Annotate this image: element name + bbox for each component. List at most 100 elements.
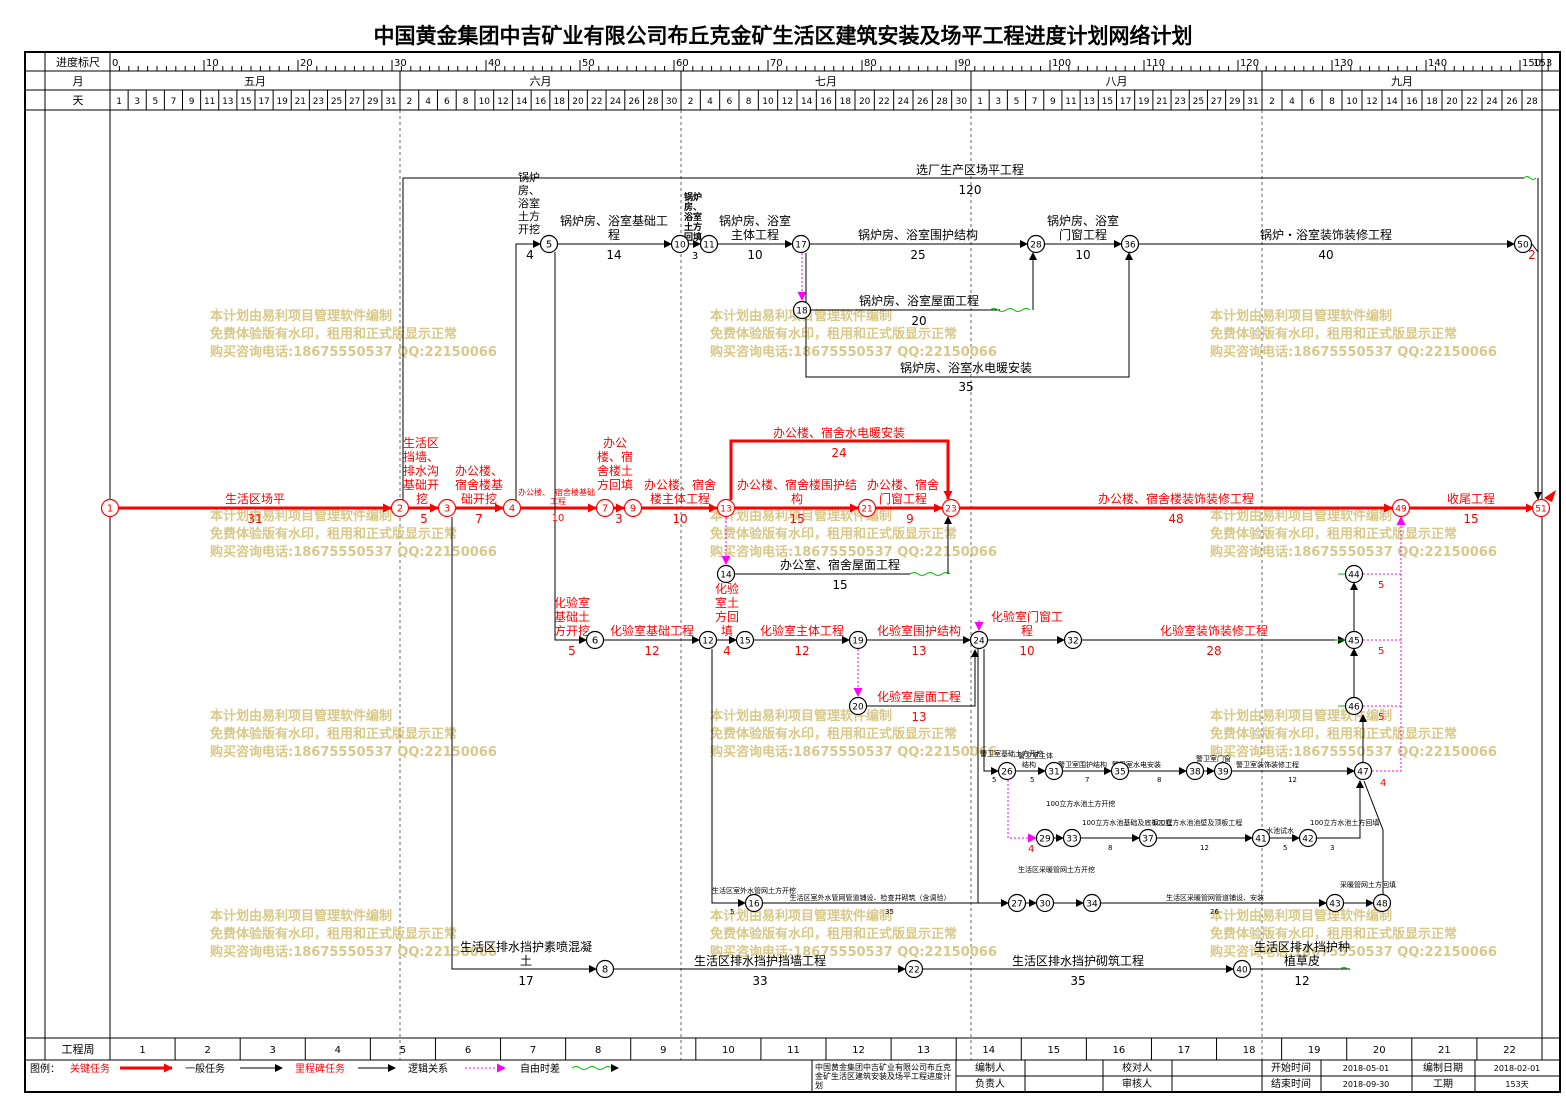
task-label: 办公楼、宿舍楼围护结构 [737,477,857,506]
node-number: 51 [1535,505,1546,515]
event-node: 46 [1344,696,1364,716]
day-label: 20 [572,97,584,107]
event-node: 3 [437,498,457,518]
node-number: 29 [1039,835,1051,845]
day-label: 23 [1174,97,1185,107]
event-node: 7 [595,498,615,518]
task-duration: 7 [1085,776,1089,784]
event-node: 41 [1251,828,1271,848]
watermark-text: 购买咨询电话:18675550537 QQ:22150066 [710,544,997,560]
event-node: 40 [1232,959,1252,979]
task-duration: 8 [1157,776,1161,784]
task-label: 办公楼、宿舍楼基础开挖 [455,463,503,506]
task-label: 警卫室装饰装修工程 [1236,760,1299,769]
event-node: 21 [857,498,877,518]
task-duration: 14 [606,248,621,262]
node-number: 2 [397,504,403,515]
watermark-text: 免费体验版有水印，租用和正式版显示正常 [710,726,957,742]
task-duration: 10 [747,248,762,262]
day-label: 17 [258,97,269,107]
week-number: 19 [1308,1045,1321,1056]
node-number: 14 [720,571,732,581]
task-duration: 35 [885,908,894,916]
ruler-tick-label: 150 [1522,58,1541,69]
watermark-text: 免费体验版有水印，租用和正式版显示正常 [710,326,957,342]
task-edge-5-6 [554,252,587,644]
node-number: 34 [1086,900,1098,910]
task-label: 100立方水池池壁及顶板工程 [1152,818,1242,827]
task-label: 锅炉房、浴室土方回填 [683,191,702,243]
node-number: 30 [1039,900,1051,910]
node-number: 27 [1011,900,1022,910]
ruler-tick-label: 130 [1334,58,1353,69]
week-number: 21 [1438,1045,1451,1056]
event-node: 38 [1185,761,1205,781]
task-label: 锅炉房、浴室基础工程 [560,213,668,242]
node-number: 12 [702,637,713,647]
node-number: 9 [630,504,636,515]
week-number: 1 [139,1045,145,1056]
day-label: 27 [349,97,360,107]
day-label: 26 [917,97,929,107]
day-label: 9 [189,97,195,107]
day-label: 19 [1138,97,1150,107]
watermark-text: 购买咨询电话:18675550537 QQ:22150066 [1210,544,1497,560]
watermark-text: 本计划由易利项目管理软件编制 [1210,908,1392,924]
day-label: 5 [1014,97,1020,107]
event-node: 36 [1120,234,1140,254]
event-node: 19 [848,630,868,650]
watermark-text: 免费体验版有水印，租用和正式版显示正常 [210,726,457,742]
node-number: 15 [739,637,750,647]
day-label: 天 [73,94,84,107]
legend-critical-label: 关键任务 [70,1062,110,1075]
event-node: 50 [1513,234,1533,254]
task-label: 100立方水池基础及底板工程 [1082,818,1172,827]
task-duration: 15 [832,578,847,592]
event-node: 12 [698,630,718,650]
task-duration: 12 [1294,974,1309,988]
day-label: 12 [497,97,508,107]
node-number: 10 [674,241,686,251]
event-node: 14 [716,564,736,584]
task-label: 警卫室水电安装 [1112,760,1161,769]
watermark-text: 本计划由易利项目管理软件编制 [210,308,392,324]
compile-date-label: 编制日期 [1423,1061,1463,1074]
task-duration: 4 [723,644,731,658]
event-node: 34 [1082,893,1102,913]
week-number: 9 [660,1045,666,1056]
event-node: 44 [1344,564,1364,584]
watermark-text: 购买咨询电话:18675550537 QQ:22150066 [1210,344,1497,360]
task-label: 结构 [1022,760,1036,769]
event-node: 42 [1298,828,1318,848]
watermark-text: 免费体验版有水印，租用和正式版显示正常 [710,526,957,542]
month-label: 六月 [530,75,552,88]
day-label: 25 [1193,97,1204,107]
footer-company: 中国黄金集团中吉矿业有限公司布丘克金矿生活区建筑安装及场平工程进度计划 [815,1062,951,1090]
day-label: 11 [204,97,215,107]
task-duration: 35 [1070,974,1085,988]
day-label: 14 [1386,97,1398,107]
task-duration: 40 [1318,248,1333,262]
day-label: 22 [1466,97,1477,107]
day-label: 21 [295,97,306,107]
watermark-text: 本计划由易利项目管理软件编制 [210,708,392,724]
node-number: 21 [861,505,872,515]
day-label: 8 [463,97,469,107]
day-label: 14 [516,97,528,107]
logic-47-49 [1372,516,1406,772]
task-label: 生活区排水挡护素喷混凝土 [460,939,592,968]
week-number: 14 [982,1045,995,1056]
week-number: 15 [1047,1045,1060,1056]
event-node: 9 [623,498,643,518]
task-duration: 12 [794,644,809,658]
month-dividers [399,110,1263,1060]
day-label: 29 [367,97,379,107]
node-number: 8 [602,965,608,976]
day-label: 26 [1506,97,1518,107]
task-duration: 15 [789,512,804,526]
day-label: 28 [936,97,948,107]
ruler-tick-label: 60 [676,58,689,69]
task-label: 办公楼、宿舍水电暖安装 [773,425,905,440]
node-number: 43 [1329,900,1340,910]
event-node: 43 [1325,893,1345,913]
